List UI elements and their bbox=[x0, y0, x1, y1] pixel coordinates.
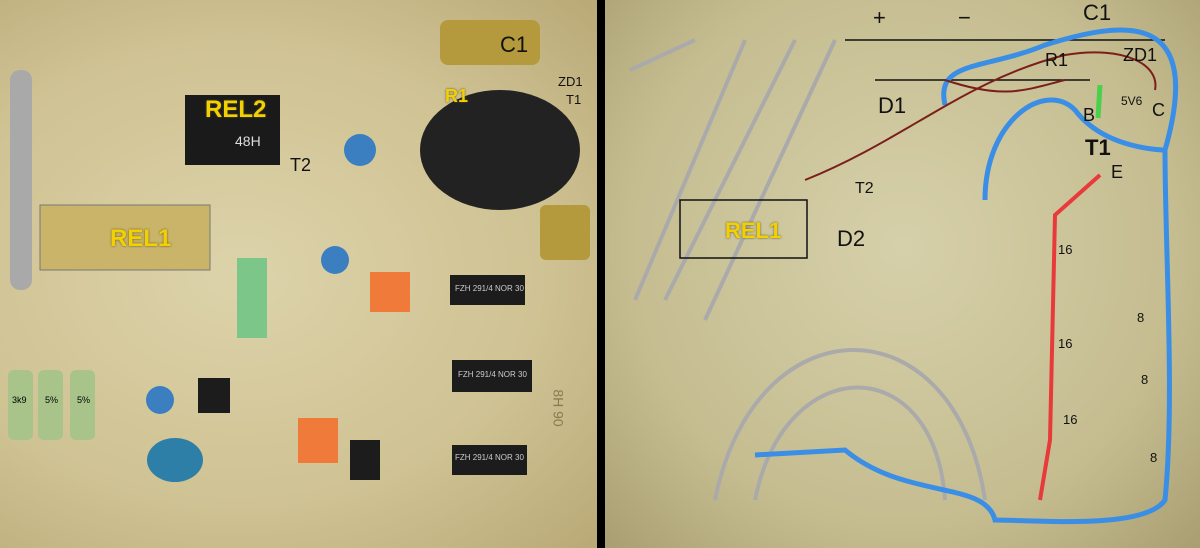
label-c: C bbox=[1152, 100, 1165, 120]
label-t2: T2 bbox=[290, 155, 312, 175]
resistor-marking: 5% bbox=[45, 395, 59, 405]
pin-count: 8 bbox=[1150, 450, 1158, 465]
label-t2: T2 bbox=[855, 180, 874, 197]
pin-count: 8 bbox=[1141, 372, 1149, 387]
relay-rel2 bbox=[185, 95, 280, 165]
trimmer bbox=[298, 418, 338, 463]
pin-count: 16 bbox=[1058, 336, 1073, 351]
label-r1: R1 bbox=[1045, 50, 1069, 70]
label-b: B bbox=[1083, 105, 1096, 125]
capacitor-c1 bbox=[440, 20, 540, 65]
capacitor-blue bbox=[147, 438, 203, 482]
resistor bbox=[38, 370, 63, 440]
resistor-marking: 5% bbox=[77, 395, 91, 405]
blue-trace bbox=[754, 27, 1179, 525]
label-t1: T1 bbox=[1085, 135, 1111, 160]
trimmer bbox=[370, 272, 410, 312]
label-d1: D1 bbox=[878, 93, 907, 118]
label-c1: C1 bbox=[1083, 0, 1112, 25]
solder-side-photo: + − C1 R1 ZD1 D1 B 5V6 C T1 E T2 REL1 D2… bbox=[605, 0, 1200, 548]
ic-marking: FZH 291/4 NOR 30 bbox=[455, 453, 524, 462]
label-rel1: REL1 bbox=[110, 225, 172, 252]
resistor bbox=[8, 370, 33, 440]
board-marking: 8H 90 bbox=[550, 389, 567, 427]
relay-rel1 bbox=[39, 204, 211, 271]
label-d2: D2 bbox=[837, 226, 866, 251]
green-capacitor bbox=[237, 258, 267, 338]
resistor-marking: 3k9 bbox=[12, 395, 27, 405]
transistor-t1-heatsink bbox=[420, 90, 580, 210]
pin-count: 16 bbox=[1063, 412, 1078, 427]
capacitor-blue bbox=[146, 386, 174, 414]
ic-marking: FZH 291/4 NOR 30 bbox=[455, 284, 524, 293]
pin-count: 8 bbox=[1137, 310, 1145, 325]
label-e: E bbox=[1111, 162, 1124, 182]
power-resistor bbox=[10, 70, 32, 290]
label-rel2: REL2 bbox=[205, 96, 267, 123]
capacitor-blue bbox=[321, 246, 349, 274]
ic bbox=[450, 275, 525, 305]
label-c1: C1 bbox=[500, 32, 529, 57]
ic-marking: FZH 291/4 NOR 30 bbox=[458, 370, 527, 379]
label-zd1: ZD1 bbox=[1123, 45, 1158, 65]
blue-trace bbox=[982, 97, 1166, 201]
green-trace bbox=[1095, 84, 1103, 119]
ic bbox=[198, 378, 230, 413]
label-zd1: ZD1 bbox=[558, 74, 583, 89]
capacitor-blue bbox=[344, 134, 376, 166]
trace-drawing bbox=[629, 27, 1179, 525]
label-zener-value: 5V6 bbox=[1121, 94, 1143, 108]
component-side-photo: C1 REL2 R1 ZD1 T1 T2 REL1 48H FZH 291/4 … bbox=[0, 0, 597, 548]
pcb-traces bbox=[629, 38, 987, 501]
ic bbox=[452, 360, 532, 392]
label-plus: + bbox=[873, 5, 886, 30]
brown-wire bbox=[804, 51, 1157, 181]
component-drawing bbox=[8, 20, 590, 482]
label-r1: R1 bbox=[445, 86, 469, 106]
label-t1: T1 bbox=[566, 92, 582, 107]
capacitor bbox=[540, 205, 590, 260]
label-minus: − bbox=[958, 5, 971, 30]
rel1-outline bbox=[679, 199, 808, 259]
relay-marking: 48H bbox=[235, 133, 261, 149]
pin-count: 16 bbox=[1058, 242, 1073, 257]
ic bbox=[452, 445, 527, 475]
resistor bbox=[70, 370, 95, 440]
ic bbox=[350, 440, 380, 480]
red-trace bbox=[1038, 173, 1102, 501]
label-rel1: REL1 bbox=[725, 218, 782, 243]
